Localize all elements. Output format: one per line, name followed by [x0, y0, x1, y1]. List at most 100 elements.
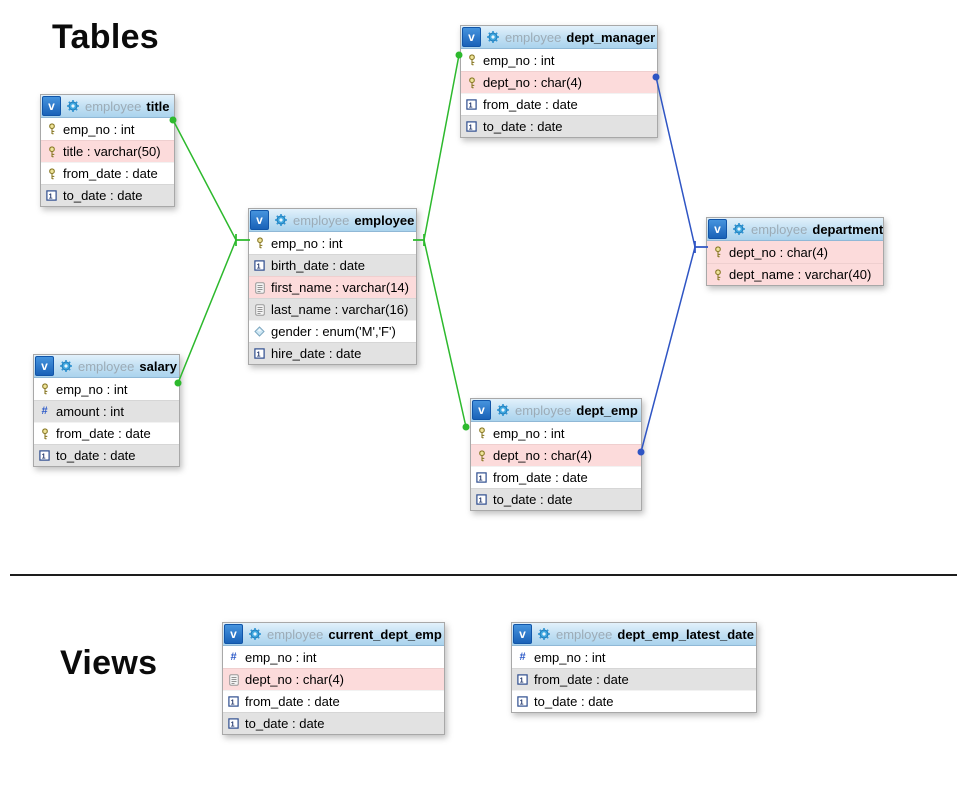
gear-icon[interactable] — [537, 627, 551, 641]
calendar-icon: 1 — [475, 494, 488, 505]
view-badge-icon[interactable]: v — [513, 624, 532, 644]
relation-line-dept_manager.dept_no-to-department.dept_no — [652, 73, 708, 253]
calendar-icon: 1 — [475, 472, 488, 483]
relation-line-dept_emp.emp_no-to-employee.emp_no — [413, 234, 470, 431]
column-row: dept_no : char(4) — [461, 71, 657, 93]
key-icon — [45, 145, 58, 158]
gear-icon[interactable] — [274, 213, 288, 227]
column-label: dept_no : char(4) — [483, 75, 583, 90]
view-badge-icon[interactable]: v — [472, 400, 491, 420]
column-label: dept_name : varchar(40) — [729, 267, 872, 282]
column-row: 1 birth_date : date — [249, 254, 416, 276]
key-icon — [475, 449, 488, 462]
column-label: first_name : varchar(14) — [271, 280, 409, 295]
column-label: birth_date : date — [271, 258, 365, 273]
calendar-icon: 1 — [253, 260, 266, 271]
key-icon — [711, 268, 724, 281]
view-badge-icon[interactable]: v — [250, 210, 269, 230]
svg-text:1: 1 — [520, 677, 524, 684]
column-row: 1 from_date : date — [223, 690, 444, 712]
calendar-icon: 1 — [516, 696, 529, 707]
column-label: hire_date : date — [271, 346, 362, 361]
column-row: #emp_no : int — [512, 646, 756, 668]
gear-icon[interactable] — [732, 222, 746, 236]
svg-text:1: 1 — [469, 102, 473, 109]
column-row: 1 from_date : date — [471, 466, 641, 488]
column-label: dept_no : char(4) — [245, 672, 345, 687]
relation-line-title.emp_no-to-employee.emp_no — [169, 116, 250, 246]
view-badge-icon[interactable]: v — [708, 219, 727, 239]
calendar-icon: 1 — [227, 718, 240, 729]
column-row: emp_no : int — [461, 49, 657, 71]
view-badge-icon[interactable]: v — [462, 27, 481, 47]
views-section-heading: Views — [60, 644, 158, 682]
svg-text:1: 1 — [231, 721, 235, 728]
table-name: department — [812, 221, 883, 237]
column-row: dept_no : char(4) — [471, 444, 641, 466]
relation-line-salary.emp_no-to-employee.emp_no — [174, 234, 250, 387]
column-label: emp_no : int — [56, 381, 128, 397]
view-badge-icon[interactable]: v — [35, 356, 54, 376]
section-divider-line — [10, 574, 957, 576]
table-name: employee — [354, 212, 415, 228]
schema-name: employee — [267, 626, 324, 642]
column-label: dept_no : char(4) — [729, 244, 829, 260]
relation-line-dept_emp.dept_no-to-department.dept_no — [637, 241, 708, 456]
table-name: dept_manager — [566, 29, 656, 45]
calendar-icon: 1 — [227, 696, 240, 707]
number-icon: # — [41, 405, 48, 417]
gear-icon[interactable] — [66, 99, 80, 113]
column-label: to_date : date — [56, 448, 136, 463]
column-label: to_date : date — [483, 119, 563, 134]
calendar-icon: 1 — [38, 450, 51, 461]
column-row: from_date : date — [34, 422, 179, 444]
column-label: from_date : date — [493, 470, 588, 485]
table-name: salary — [139, 358, 177, 374]
column-label: emp_no : int — [483, 52, 555, 68]
tables-section-heading: Tables — [52, 18, 159, 56]
column-row: emp_no : int — [249, 232, 416, 254]
column-label: to_date : date — [245, 716, 325, 731]
schema-name: employee — [85, 98, 142, 114]
column-label: from_date : date — [245, 694, 340, 709]
column-label: from_date : date — [56, 426, 151, 441]
column-row: 1 to_date : date — [34, 444, 179, 466]
column-label: emp_no : int — [63, 121, 135, 137]
svg-text:1: 1 — [257, 263, 261, 270]
gear-icon[interactable] — [486, 30, 500, 44]
key-icon — [253, 237, 266, 249]
gear-icon[interactable] — [248, 627, 262, 641]
column-row: gender : enum('M','F') — [249, 320, 416, 342]
view-badge-icon[interactable]: v — [224, 624, 243, 644]
gear-icon[interactable] — [496, 403, 510, 417]
view-badge-icon[interactable]: v — [42, 96, 61, 116]
gear-icon[interactable] — [59, 359, 73, 373]
key-icon — [711, 246, 724, 258]
key-icon — [38, 383, 51, 395]
column-label: title : varchar(50) — [63, 144, 161, 159]
key-icon — [45, 167, 58, 180]
text-icon — [253, 281, 266, 294]
calendar-icon: 1 — [516, 674, 529, 685]
